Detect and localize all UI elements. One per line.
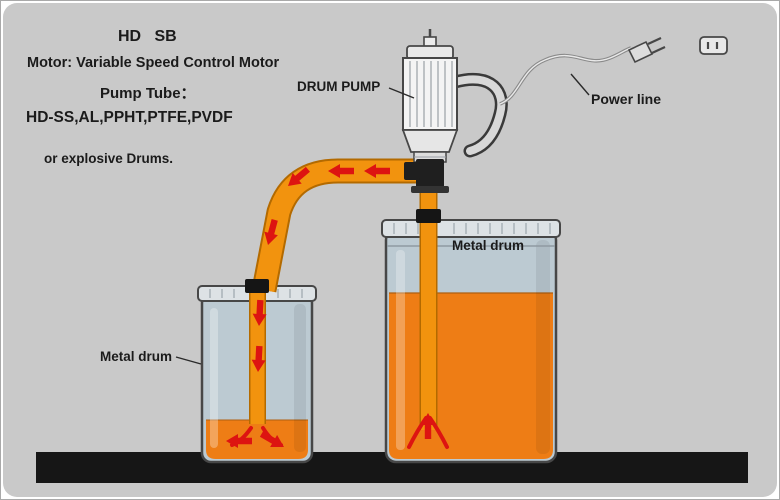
- flow-splash-curves: [230, 416, 449, 449]
- small-drum-liquid: [206, 420, 308, 459]
- small-drum-shade: [294, 304, 306, 452]
- pump-lower-housing: [401, 129, 459, 153]
- motor-spec-label: Motor: Variable Speed Control Motor: [27, 55, 280, 71]
- plug-icon: [627, 37, 666, 64]
- motor-fins: [409, 61, 453, 127]
- power-line-callout: Power line: [591, 91, 661, 107]
- metal-drum-right-callout: Metal drum: [452, 238, 524, 253]
- large-drum-lid-ribs: [393, 223, 551, 234]
- pump-elbow-collar: [411, 186, 449, 193]
- power-line-leader-line: [570, 73, 590, 96]
- large-drum-highlight: [396, 250, 405, 450]
- small-drum-highlight: [210, 308, 218, 448]
- explosive-drums-note: or explosive Drums.: [44, 151, 173, 166]
- large-metal-drum: [381, 219, 561, 464]
- pump-handle-fill: [451, 75, 506, 155]
- metal-drum-left-leader-line: [175, 356, 202, 365]
- pump-discharge-elbow: [416, 159, 444, 188]
- small-drum-bung-fitting: [245, 279, 269, 293]
- pump-elbow-left-port: [404, 162, 420, 180]
- drum-pump-leader-line: [388, 87, 415, 99]
- cable-inner: [499, 47, 632, 105]
- outlet-icon: [699, 36, 728, 55]
- metal-drum-left-callout: Metal drum: [100, 349, 172, 364]
- power-cable: [499, 46, 632, 106]
- drum-pump-callout: DRUM PUMP: [297, 79, 380, 94]
- large-drum-lid: [381, 219, 561, 238]
- large-drum-shade: [536, 240, 550, 454]
- motor-body: [402, 57, 458, 131]
- model-label: HD SB: [118, 28, 177, 45]
- large-drum-bung-fitting: [416, 209, 441, 223]
- pump-tube-materials-label: HD-SS,AL,PPHT,PTFE,PVDF: [26, 109, 233, 126]
- drum-pump-motor-icon: [401, 29, 508, 193]
- small-drum-lid-ribs: [209, 289, 303, 298]
- pump-tube-label: Pump Tube：: [100, 85, 196, 102]
